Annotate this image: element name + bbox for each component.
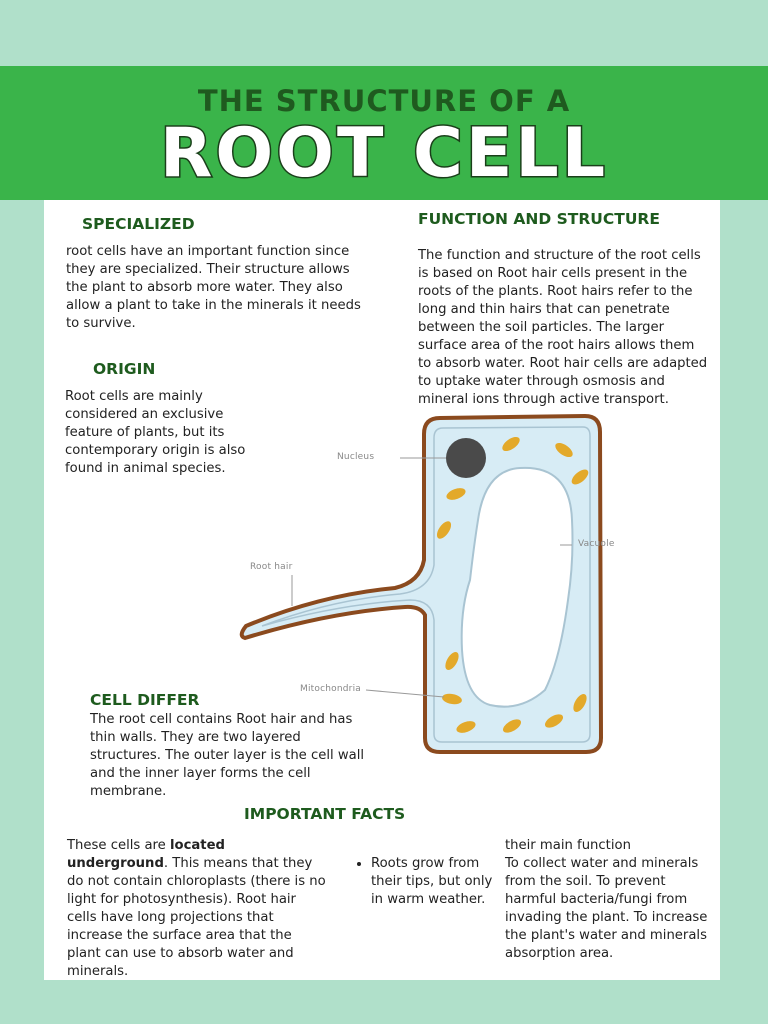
facts-col1-after: . This means that they do not contain ch… (67, 856, 326, 979)
important-facts-heading: IMPORTANT FACTS (244, 805, 406, 823)
function-heading: FUNCTION AND STRUCTURE (418, 210, 660, 228)
cell-differ-heading: CELL DIFFER (90, 691, 200, 709)
function-body: The function and structure of the root c… (418, 248, 708, 407)
vacuole-label: Vacuole (578, 539, 615, 549)
facts-column-3: their main function To collect water and… (505, 837, 717, 963)
nucleus-label: Nucleus (337, 452, 375, 462)
facts-bullet: Roots grow from their tips, but only in … (371, 855, 493, 909)
cell-differ-body: The root cell contains Root hair and has… (90, 712, 365, 799)
specialized-body: root cells have an important function si… (66, 244, 361, 331)
facts-col1-bold: located underground (67, 838, 225, 871)
mitochondria-label: Mitochondria (300, 684, 361, 694)
facts-column-2: Roots grow from their tips, but only in … (353, 855, 493, 909)
page-title: ROOT CELL (158, 113, 609, 195)
facts-column-1: These cells are located underground. Thi… (67, 837, 329, 981)
facts-col1-before: These cells are (67, 838, 170, 853)
origin-heading: ORIGIN (93, 360, 156, 378)
origin-body: Root cells are mainly considered an excl… (65, 389, 246, 476)
facts-col3-body: To collect water and minerals from the s… (505, 856, 708, 961)
title-banner: THE STRUCTURE OF A ROOT CELL (0, 66, 768, 200)
facts-col3-title: their main function (505, 838, 631, 853)
root-hair-label: Root hair (250, 562, 293, 572)
specialized-heading: SPECIALIZED (82, 215, 195, 233)
page-subtitle: THE STRUCTURE OF A (197, 84, 571, 118)
